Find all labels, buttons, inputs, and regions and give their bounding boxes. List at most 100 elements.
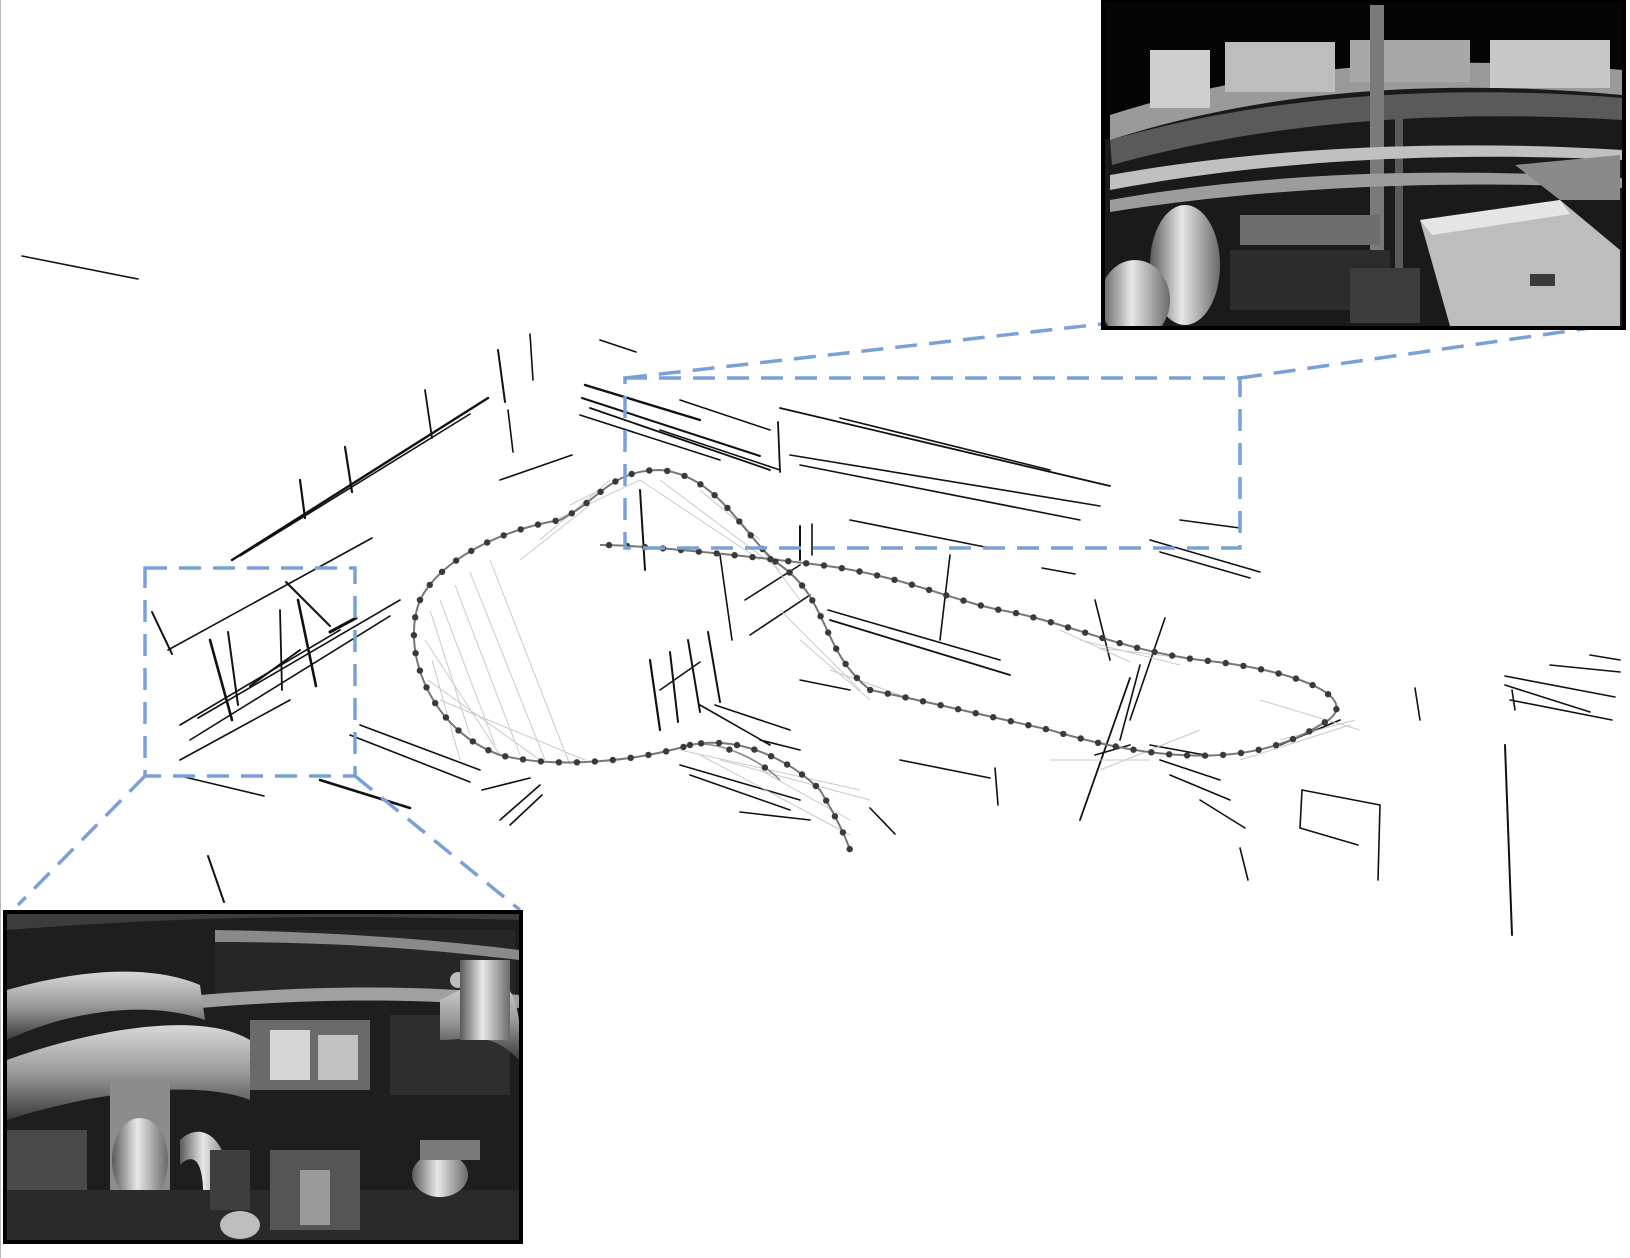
camera-marker [825,629,831,635]
camera-marker [1240,663,1246,669]
camera-marker [468,548,474,554]
camera-marker [809,597,815,603]
camera-marker [1166,751,1172,757]
camera-marker [867,687,873,693]
camera-marker [1117,640,1123,646]
camera-marker [427,582,433,588]
camera-marker [439,569,445,575]
camera-marker [1322,719,1328,725]
camera-marker [610,757,616,763]
camera-marker [990,714,996,720]
camera-marker [1220,752,1226,758]
camera-marker [1306,728,1312,734]
camera-marker [803,560,809,566]
camera-marker [768,753,774,759]
camera-marker [501,532,507,538]
camera-marker [840,829,846,835]
camera-marker [518,526,524,532]
camera-marker [1065,624,1071,630]
camera-marker [1202,752,1208,758]
camera-marker [902,694,908,700]
camera-marker [1258,666,1264,672]
camera-marker [680,744,686,750]
camera-marker [592,758,598,764]
camera-marker [813,783,819,789]
camera-marker [1099,635,1105,641]
camera-marker [724,505,730,511]
camera-marker [839,565,845,571]
camera-marker [762,764,768,770]
camera-marker [973,710,979,716]
camera-marker [1025,722,1031,728]
camera-marker [1187,655,1193,661]
camera-marker [697,481,703,487]
camera-marker [1325,691,1331,697]
camera-marker [664,468,670,474]
camera-marker [785,558,791,564]
camera-marker [786,569,792,575]
camera-marker [583,500,589,506]
camera-marker [1148,749,1154,755]
camera-marker [832,813,838,819]
camera-marker [909,582,915,588]
camera-marker [1290,736,1296,742]
inset-bottom-left [5,912,521,1242]
camera-marker [1130,747,1136,753]
camera-marker [417,667,423,673]
camera-marker [663,748,669,754]
camera-marker [799,771,805,777]
camera-marker [731,552,737,558]
zoom-box-left [18,568,520,910]
camera-marker [698,740,704,746]
camera-marker [606,542,612,548]
camera-marker [833,646,839,652]
camera-marker [1256,747,1262,753]
camera-marker [687,742,693,748]
camera-marker [891,577,897,583]
camera-marker [538,758,544,764]
camera-marker [470,738,476,744]
camera-marker [714,550,720,556]
camera-marker [552,518,558,524]
camera-marker [412,650,418,656]
camera-marker [726,746,732,752]
camera-marker [1078,735,1084,741]
camera-marker [1184,752,1190,758]
camera-marker [1060,731,1066,737]
camera-marker [885,691,891,697]
camera-marker [734,742,740,748]
camera-marker [597,489,603,495]
camera-marker [1238,750,1244,756]
camera-marker [411,632,417,638]
camera-marker [736,518,742,524]
camera-marker [874,572,880,578]
camera-marker [1169,652,1175,658]
camera-marker [646,467,652,473]
camera-marker [485,747,491,753]
camera-marker [978,602,984,608]
camera-marker [751,746,757,752]
camera-marker [1048,619,1054,625]
camera-marker [484,539,490,545]
camera-marker [1275,670,1281,676]
camera-marker [1151,649,1157,655]
camera-marker [612,478,618,484]
camera-marker [1030,614,1036,620]
camera-marker [455,727,461,733]
camera-marker [1043,726,1049,732]
camera-marker [502,753,508,759]
camera-marker [628,755,634,761]
camera-marker [842,661,848,667]
camera-marker [716,740,722,746]
camera-marker [767,556,773,562]
camera-marker [1113,743,1119,749]
camera-marker [423,684,429,690]
camera-marker [1095,740,1101,746]
camera-marker [711,492,717,498]
camera-marker [574,759,580,765]
camera-marker [823,797,829,803]
camera-marker [1333,706,1339,712]
camera-marker [955,706,961,712]
camera-marker [645,752,651,758]
